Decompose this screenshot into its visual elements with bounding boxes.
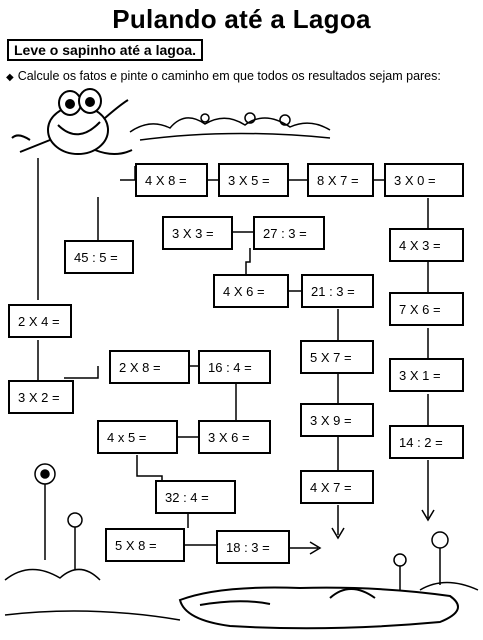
expression-box-5x8[interactable]: 5 X 8 =: [105, 528, 185, 562]
instruction: ◆Calcule os fatos e pinte o caminho em q…: [6, 69, 441, 83]
expression-box-3x1[interactable]: 3 X 1 =: [389, 358, 464, 392]
expression-box-3x3[interactable]: 3 X 3 =: [162, 216, 233, 250]
expression-box-45d5[interactable]: 45 : 5 =: [64, 240, 134, 274]
expression-box-3x6[interactable]: 3 X 6 =: [198, 420, 271, 454]
expression-box-5x7[interactable]: 5 X 7 =: [300, 340, 374, 374]
expression-box-27d3[interactable]: 27 : 3 =: [253, 216, 325, 250]
expression-box-21d3[interactable]: 21 : 3 =: [301, 274, 374, 308]
expression-box-3x5[interactable]: 3 X 5 =: [218, 163, 289, 197]
instruction-text: Calcule os fatos e pinte o caminho em qu…: [17, 69, 441, 83]
expression-box-4x6[interactable]: 4 X 6 =: [213, 274, 289, 308]
expression-box-3x9[interactable]: 3 X 9 =: [300, 403, 374, 437]
expression-box-2x4[interactable]: 2 X 4 =: [8, 304, 72, 338]
expression-box-4x3[interactable]: 4 X 3 =: [389, 228, 464, 262]
expression-box-3x0[interactable]: 3 X 0 =: [384, 163, 464, 197]
expression-box-18d3[interactable]: 18 : 3 =: [216, 530, 290, 564]
expression-box-2x8[interactable]: 2 X 8 =: [109, 350, 190, 384]
pond-icon: [178, 586, 459, 630]
expression-box-4x7[interactable]: 4 X 7 =: [300, 470, 374, 504]
expression-box-14d2[interactable]: 14 : 2 =: [389, 425, 464, 459]
expression-box-8x7[interactable]: 8 X 7 =: [307, 163, 374, 197]
diamond-bullet-icon: ◆: [6, 72, 14, 83]
expression-box-7x6[interactable]: 7 X 6 =: [389, 292, 464, 326]
bottom-flowers-icon: [4, 463, 479, 621]
expression-box-4x5[interactable]: 4 x 5 =: [97, 420, 178, 454]
page-title: Pulando até a Lagoa: [112, 4, 371, 34]
grass-and-flowers-icon: [129, 112, 331, 141]
subtitle: Leve o sapinho até a lagoa.: [7, 39, 204, 61]
frog-icon: [11, 88, 133, 155]
expression-box-32d4[interactable]: 32 : 4 =: [155, 480, 236, 514]
expression-box-16d4[interactable]: 16 : 4 =: [198, 350, 271, 384]
expression-box-4x8[interactable]: 4 X 8 =: [135, 163, 208, 197]
expression-box-3x2[interactable]: 3 X 2 =: [8, 380, 74, 414]
